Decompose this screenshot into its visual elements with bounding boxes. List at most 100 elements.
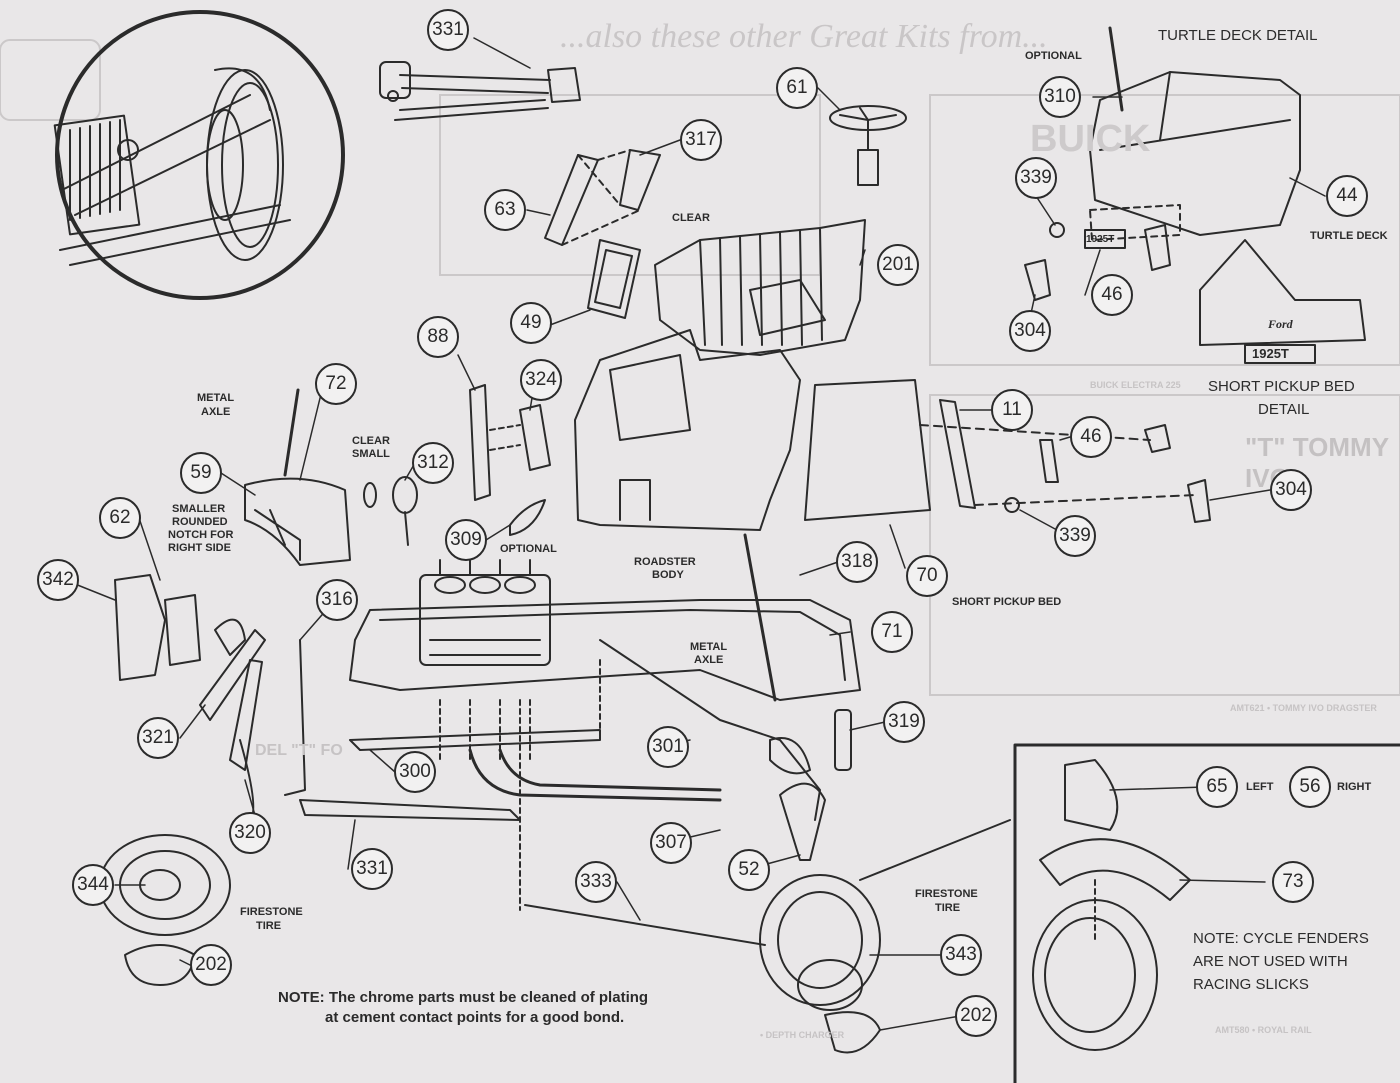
- firestone-left-1: FIRESTONE: [240, 906, 303, 918]
- ghost-panel-top: [439, 94, 821, 276]
- callout-52: 52: [728, 849, 770, 891]
- callout-63: 63: [484, 189, 526, 231]
- inset-cycle-fenders: [1013, 743, 1400, 1083]
- background-amt580: AMT580 • ROYAL RAIL: [1215, 1025, 1312, 1035]
- firestone-right-1: FIRESTONE: [915, 888, 978, 900]
- short-pickup-bed-label: SHORT PICKUP BED: [952, 596, 1062, 608]
- short-pickup-bed-detail-title-2: DETAIL: [1258, 401, 1310, 418]
- part-engine: [419, 559, 551, 666]
- part-300-301-307-333: [299, 533, 777, 946]
- callout-304-top: 304: [1009, 310, 1051, 352]
- callout-331-bot: 331: [351, 848, 393, 890]
- callout-307: 307: [650, 822, 692, 864]
- clear-label: CLEAR: [672, 212, 710, 224]
- callout-304-mid: 304: [1270, 469, 1312, 511]
- chrome-note-line2: at cement contact points for a good bond…: [325, 1009, 625, 1026]
- part-44-turtle-deck: [1024, 26, 1366, 364]
- part-201-seat: [654, 219, 866, 356]
- cycle-note-line3: RACING SLICKS: [1193, 976, 1309, 993]
- callout-62: 62: [99, 497, 141, 539]
- callout-320: 320: [229, 812, 271, 854]
- callout-312: 312: [412, 442, 454, 484]
- part-72-59-axle: [244, 388, 351, 566]
- part-61-steering-wheel: [829, 105, 907, 186]
- metal-axle-left-1: METAL: [197, 392, 235, 404]
- background-model-t-heading: DEL "T" FO: [255, 742, 343, 759]
- firestone-left-2: TIRE: [256, 920, 282, 932]
- metal-axle-center-2: AXLE: [694, 654, 724, 666]
- part-312-309-mirror: [363, 476, 546, 546]
- metal-axle-left-2: AXLE: [201, 406, 231, 418]
- callout-202-left: 202: [190, 944, 232, 986]
- callout-202-right: 202: [955, 995, 997, 1037]
- smaller-notch-2: ROUNDED: [172, 516, 228, 528]
- background-buick-caption: BUICK ELECTRA 225: [1090, 380, 1181, 390]
- background-buick: BUICK: [1030, 118, 1151, 160]
- callout-301: 301: [647, 726, 689, 768]
- callout-339-mid: 339: [1054, 515, 1096, 557]
- smaller-notch-1: SMALLER: [172, 503, 226, 515]
- part-343-right-wheel: [759, 819, 1011, 1054]
- callout-73: 73: [1272, 861, 1314, 903]
- callout-309: 309: [445, 519, 487, 561]
- callout-339-top: 339: [1015, 157, 1057, 199]
- leader-lines: [64, 37, 1326, 1031]
- left-label: LEFT: [1246, 781, 1274, 793]
- callout-70: 70: [906, 555, 948, 597]
- callout-71: 71: [871, 611, 913, 653]
- callout-49: 49: [510, 302, 552, 344]
- part-roadster-body: [574, 329, 801, 531]
- callout-11: 11: [991, 389, 1033, 431]
- smaller-notch-3: NOTCH FOR: [168, 529, 234, 541]
- front-wheel-inset: [53, 10, 345, 300]
- callout-321: 321: [137, 717, 179, 759]
- part-331-top: [379, 61, 581, 121]
- part-321-320-spring: [199, 629, 306, 821]
- callout-72: 72: [315, 363, 357, 405]
- background-amt621: AMT621 • TOMMY IVO DRAGSTER: [1230, 703, 1377, 713]
- callout-56: 56: [1289, 766, 1331, 808]
- clear-small-label-1: CLEAR: [352, 435, 390, 447]
- part-52-shifter: [779, 782, 826, 861]
- turtle-deck-label: TURTLE DECK: [1310, 230, 1388, 242]
- callout-318: 318: [836, 541, 878, 583]
- license-plate-2: 1925T: [1252, 346, 1289, 361]
- roadster-body-label-1: ROADSTER: [634, 556, 696, 568]
- callout-344: 344: [72, 864, 114, 906]
- callout-331-top: 331: [427, 9, 469, 51]
- turtle-deck-detail-title: TURTLE DECK DETAIL: [1158, 27, 1318, 44]
- part-319-shock: [834, 709, 852, 771]
- cycle-note-line2: ARE NOT USED WITH: [1193, 953, 1348, 970]
- ghost-panel-buick: [929, 94, 1400, 366]
- callout-310: 310: [1039, 76, 1081, 118]
- part-70-pickup-bed: [804, 379, 1211, 523]
- callout-44: 44: [1326, 175, 1368, 217]
- ghost-panel-ivo: [929, 394, 1400, 696]
- callout-65: 65: [1196, 766, 1238, 808]
- callout-316: 316: [316, 579, 358, 621]
- background-header-script: ...also these other Great Kits from...: [560, 18, 1048, 55]
- clear-small-label-2: SMALL: [352, 448, 390, 460]
- callout-201: 201: [877, 244, 919, 286]
- callout-333: 333: [575, 861, 617, 903]
- callout-342: 342: [37, 559, 79, 601]
- short-pickup-bed-detail-title-1: SHORT PICKUP BED: [1208, 378, 1355, 395]
- callout-300: 300: [394, 751, 436, 793]
- callout-343: 343: [940, 934, 982, 976]
- callout-319: 319: [883, 701, 925, 743]
- part-71-frame: [349, 599, 861, 821]
- part-63-317-grille: [544, 149, 661, 246]
- callout-46-mid: 46: [1070, 416, 1112, 458]
- background-depth-charger: • DEPTH CHARGER: [760, 1030, 845, 1040]
- smaller-notch-4: RIGHT SIDE: [168, 542, 231, 554]
- part-88-324-firewall: [469, 384, 551, 501]
- callout-46-top: 46: [1091, 274, 1133, 316]
- metal-axle-center-1: METAL: [690, 641, 728, 653]
- optional-309-label: OPTIONAL: [500, 543, 557, 555]
- background-tv-tommy: "T" TOMMY IVO: [1245, 432, 1389, 493]
- chrome-note-line1: NOTE: The chrome parts must be cleaned o…: [278, 989, 649, 1006]
- callout-88: 88: [417, 316, 459, 358]
- callout-59: 59: [180, 452, 222, 494]
- firestone-right-2: TIRE: [935, 902, 961, 914]
